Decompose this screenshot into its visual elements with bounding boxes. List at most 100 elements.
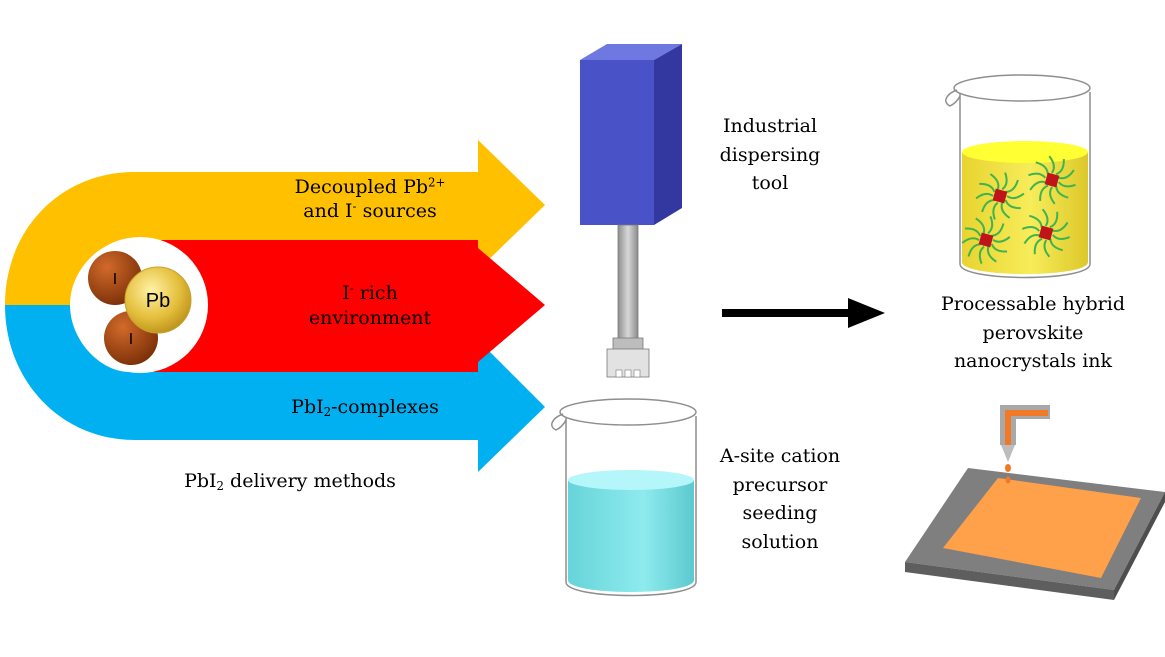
ligand-chain (1052, 221, 1069, 232)
nanocrystal-core (992, 188, 1008, 204)
product-line-3: nanocrystals ink (953, 350, 1113, 372)
ligand-chain (1033, 237, 1043, 255)
tool-shaft (617, 224, 639, 344)
decoupled-line1: Decoupled Pb2+ (294, 175, 446, 198)
ligand-chain (1058, 169, 1075, 180)
ligand-chain (1048, 155, 1055, 174)
tool-block-top (580, 44, 682, 60)
ligand-chain (1055, 159, 1065, 176)
ink-beaker-rim (953, 74, 1091, 102)
dispersing-tool (580, 44, 682, 378)
product-label: Processable hybrid perovskite nanocrysta… (915, 290, 1151, 376)
iodide-line1: I- rich (342, 281, 398, 304)
printed-film (943, 478, 1141, 578)
product-line-2: perovskite (982, 321, 1084, 344)
decoupled-line2: and I- sources (303, 199, 437, 222)
ligand-chain (987, 216, 994, 235)
ligand-chain (1029, 180, 1046, 191)
iodine-bottom-label: I (129, 331, 133, 348)
nanocrystal-core (1044, 172, 1060, 188)
yellow-arrow (5, 140, 545, 305)
seed-beaker-spout (551, 413, 567, 431)
precursor-line-3: seeding (742, 502, 818, 524)
iodine-top-label: I (113, 271, 117, 288)
nanocrystal (975, 172, 1025, 220)
ligand-chain (1057, 181, 1076, 188)
ligand-chain (979, 182, 996, 193)
ligand-chain (990, 243, 1008, 253)
nanocrystal-group (961, 155, 1076, 264)
complexes-label: PbI2-complexes (291, 396, 439, 419)
product-line-1: Processable hybrid (941, 293, 1125, 315)
ink-liquid (962, 152, 1088, 274)
ligand-chain (1049, 186, 1056, 205)
tool-block-side (654, 44, 682, 225)
ligand-chain (1041, 208, 1049, 227)
precursor-label: A-site cation precursor seeding solution (690, 442, 870, 556)
ink-beaker-spout (945, 89, 961, 107)
seed-liquid-surface (568, 470, 694, 490)
printing-setup (905, 405, 1165, 600)
tool-label: Industrial dispersing tool (690, 112, 850, 198)
ligand-chain (991, 223, 1005, 237)
ligand-chain (986, 246, 997, 263)
ligand-chain (992, 201, 999, 220)
ligand-chain (1051, 234, 1071, 240)
lead-atom (124, 266, 192, 334)
blue-arrow (5, 305, 545, 472)
tool-head-notch-2 (624, 369, 632, 378)
ink-liquid-surface (962, 141, 1088, 163)
ligand-chain (1029, 214, 1043, 228)
ligand-chain (1001, 172, 1008, 191)
nanocrystal-core (1038, 225, 1054, 241)
tool-label-line-2: dispersing (719, 143, 821, 166)
ligand-chain (1021, 226, 1041, 232)
iodide-line2: environment (308, 306, 432, 329)
ligand-chain (1055, 185, 1069, 199)
precursor-line-1: A-site cation (719, 445, 841, 467)
ligand-chain (967, 243, 981, 257)
ligand-chain (1023, 234, 1040, 245)
ligand-chain (1028, 172, 1047, 179)
ligand-chain (1000, 202, 1011, 219)
print-nozzle (1001, 445, 1015, 462)
red-arrow (150, 240, 545, 372)
nanocrystal (1021, 208, 1071, 258)
ligand-chain (1039, 184, 1049, 201)
seed-beaker-glass (565, 416, 697, 597)
ligand-chain (1043, 239, 1051, 258)
ligand-chain (975, 192, 994, 200)
precursor-line-2: precursor (732, 473, 828, 496)
ink-beaker (945, 74, 1091, 279)
print-head-orange (1005, 410, 1048, 445)
tool-block-front (580, 60, 654, 225)
nanocrystal-core (978, 232, 994, 248)
iodide-rich-label: I- rich environment (270, 281, 470, 330)
ligand-chain (1035, 161, 1049, 175)
ligand-chain (1006, 192, 1025, 200)
substrate-side (1114, 492, 1165, 600)
process-arrow (722, 298, 885, 328)
decoupled-label: Decoupled Pb2+ and I- sources (250, 176, 490, 224)
ligand-chain (964, 227, 982, 237)
precursor-line-4: solution (741, 530, 819, 553)
ligand-chain (1004, 199, 1021, 210)
seed-liquid (568, 480, 694, 592)
tool-collar (612, 337, 644, 351)
ligand-chain (989, 173, 1000, 190)
ink-beaker-glass (959, 92, 1091, 279)
tool-label-line-1: Industrial (722, 115, 818, 137)
atom-cluster: I I Pb (88, 251, 192, 365)
lead-label: Pb (146, 290, 170, 312)
seed-beaker (551, 398, 697, 597)
ligand-chain (1049, 238, 1063, 252)
tool-head-notch-3 (633, 369, 641, 378)
ligand-chain (992, 236, 1011, 243)
ligand-chain (1049, 211, 1059, 229)
tool-label-line-3: tool (751, 172, 789, 194)
nanocrystal (961, 216, 1011, 264)
substrate-front (905, 562, 1114, 600)
ligand-chain (975, 217, 986, 234)
ligand-chain (961, 237, 980, 244)
